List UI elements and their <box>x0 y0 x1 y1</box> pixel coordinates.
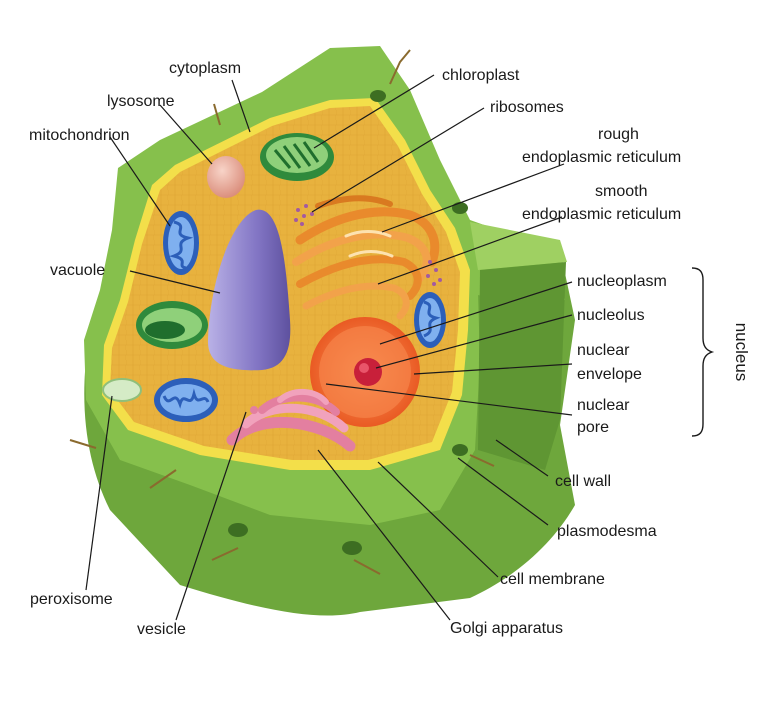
label-nucleolus: nucleolus <box>577 307 645 324</box>
label-golgi-apparatus: Golgi apparatus <box>450 620 563 637</box>
label-nuclear-pore-2: pore <box>577 419 609 436</box>
nucleus-shape <box>310 317 420 427</box>
label-cytoplasm: cytoplasm <box>169 60 241 77</box>
golgi-apparatus-shape <box>226 389 356 452</box>
endoplasmic-reticulum-shape <box>292 195 440 320</box>
label-nucleoplasm: nucleoplasm <box>577 273 667 290</box>
label-nuclear-envelope-2: envelope <box>577 366 642 383</box>
label-plasmodesma: plasmodesma <box>557 523 657 540</box>
ribosome-dots <box>294 204 442 286</box>
label-vacuole: vacuole <box>50 262 105 279</box>
mitochondrion-shape-right <box>414 292 446 348</box>
label-smooth-er-2: endoplasmic reticulum <box>522 206 681 223</box>
label-cell-wall: cell wall <box>555 473 611 490</box>
label-rough-er-2: endoplasmic reticulum <box>522 149 681 166</box>
label-chloroplast: chloroplast <box>442 67 520 84</box>
label-nucleus: nucleus <box>732 323 751 382</box>
label-peroxisome: peroxisome <box>30 591 113 608</box>
label-mitochondrion: mitochondrion <box>29 127 130 144</box>
nucleus-brace <box>691 267 715 437</box>
peroxisome-shape <box>102 378 142 402</box>
wall-fibers <box>69 49 495 575</box>
label-rough-er-1: rough <box>598 126 639 143</box>
leader-lines <box>85 74 573 621</box>
label-nuclear-envelope-1: nuclear <box>577 342 630 359</box>
chloroplast-shape-top <box>260 133 334 181</box>
label-vesicle: vesicle <box>137 621 186 638</box>
mitochondrion-shape-bottom <box>154 378 218 422</box>
label-cell-membrane: cell membrane <box>500 571 605 588</box>
lysosome-shape <box>207 156 245 198</box>
label-lysosome: lysosome <box>107 93 175 110</box>
mitochondrion-shape-left <box>163 211 199 275</box>
label-ribosomes: ribosomes <box>490 99 564 116</box>
vacuole-shape <box>207 209 291 371</box>
chloroplast-shape-left <box>136 301 208 349</box>
label-smooth-er-1: smooth <box>595 183 647 200</box>
plasmodesma-pits <box>228 90 468 555</box>
label-nuclear-pore-1: nuclear <box>577 397 630 414</box>
